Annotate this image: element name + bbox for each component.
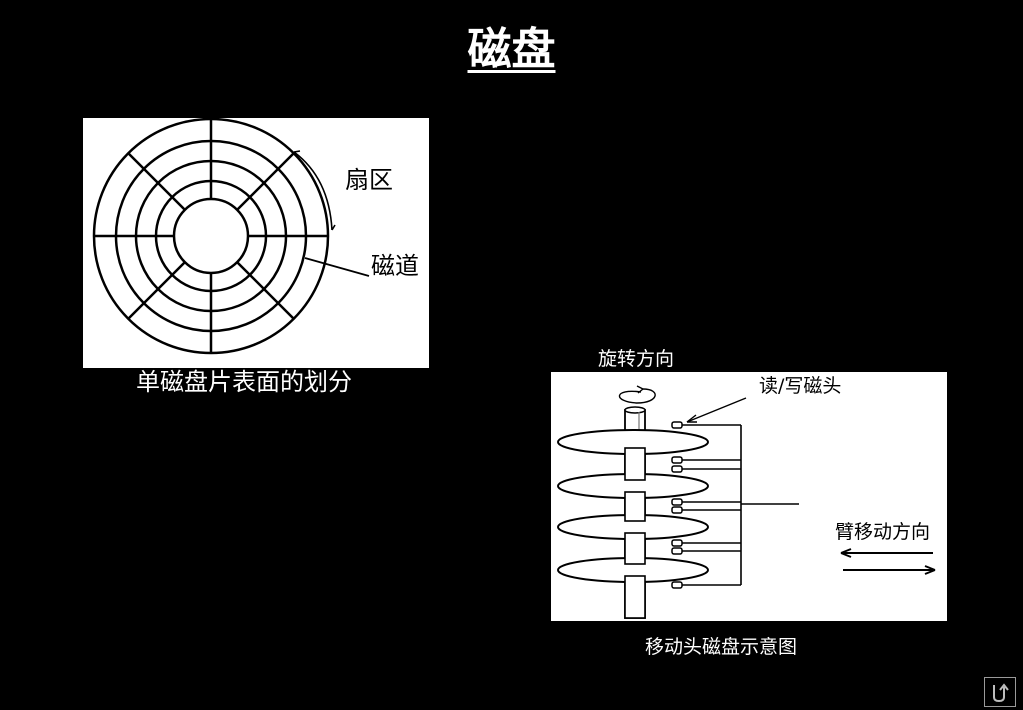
rw-head xyxy=(671,465,683,473)
disk-platter xyxy=(92,118,330,355)
rw-head xyxy=(671,547,683,555)
spindle-segments xyxy=(624,447,646,619)
rw-head xyxy=(671,581,683,589)
head-pointer-arrowhead xyxy=(686,414,697,423)
arm-direction-arrows xyxy=(840,548,936,575)
disk-surface-caption: 单磁盘片表面的划分 xyxy=(136,368,352,396)
sector-bracket-ends xyxy=(293,150,336,231)
moving-head-diagram: 读/写磁头 臂移动方向 xyxy=(557,375,936,619)
head-arm-assembly xyxy=(682,424,799,586)
return-button[interactable] xyxy=(984,677,1016,707)
rw-head xyxy=(671,421,683,429)
disk-surface-figure: 扇区 磁道 xyxy=(83,118,429,368)
rotation-arrow xyxy=(618,388,656,404)
slide-title: 磁盘 xyxy=(467,24,556,75)
read-write-heads xyxy=(671,421,683,589)
rotation-direction-label: 旋转方向 xyxy=(598,348,675,370)
moving-head-figure: 读/写磁头 臂移动方向 xyxy=(551,372,947,621)
rw-head xyxy=(671,498,683,506)
platters xyxy=(557,429,709,583)
sector-bracket xyxy=(293,151,333,231)
disk-surface-diagram: 扇区 磁道 xyxy=(92,118,419,355)
sector-dividers xyxy=(94,119,328,353)
rw-head xyxy=(671,506,683,514)
disk-hub xyxy=(172,197,250,275)
arm-movement-label: 臂移动方向 xyxy=(835,521,930,543)
track-label: 磁道 xyxy=(371,252,419,280)
moving-head-caption: 移动头磁盘示意图 xyxy=(645,636,798,658)
head-pointer-line xyxy=(686,397,747,423)
rw-head xyxy=(671,539,683,547)
sector-label: 扇区 xyxy=(345,166,393,194)
rw-head-label: 读/写磁头 xyxy=(759,375,841,397)
rw-head xyxy=(671,456,683,464)
rotation-arrowhead xyxy=(636,385,644,394)
return-icon xyxy=(993,683,1009,703)
track-leader-line xyxy=(304,257,370,277)
